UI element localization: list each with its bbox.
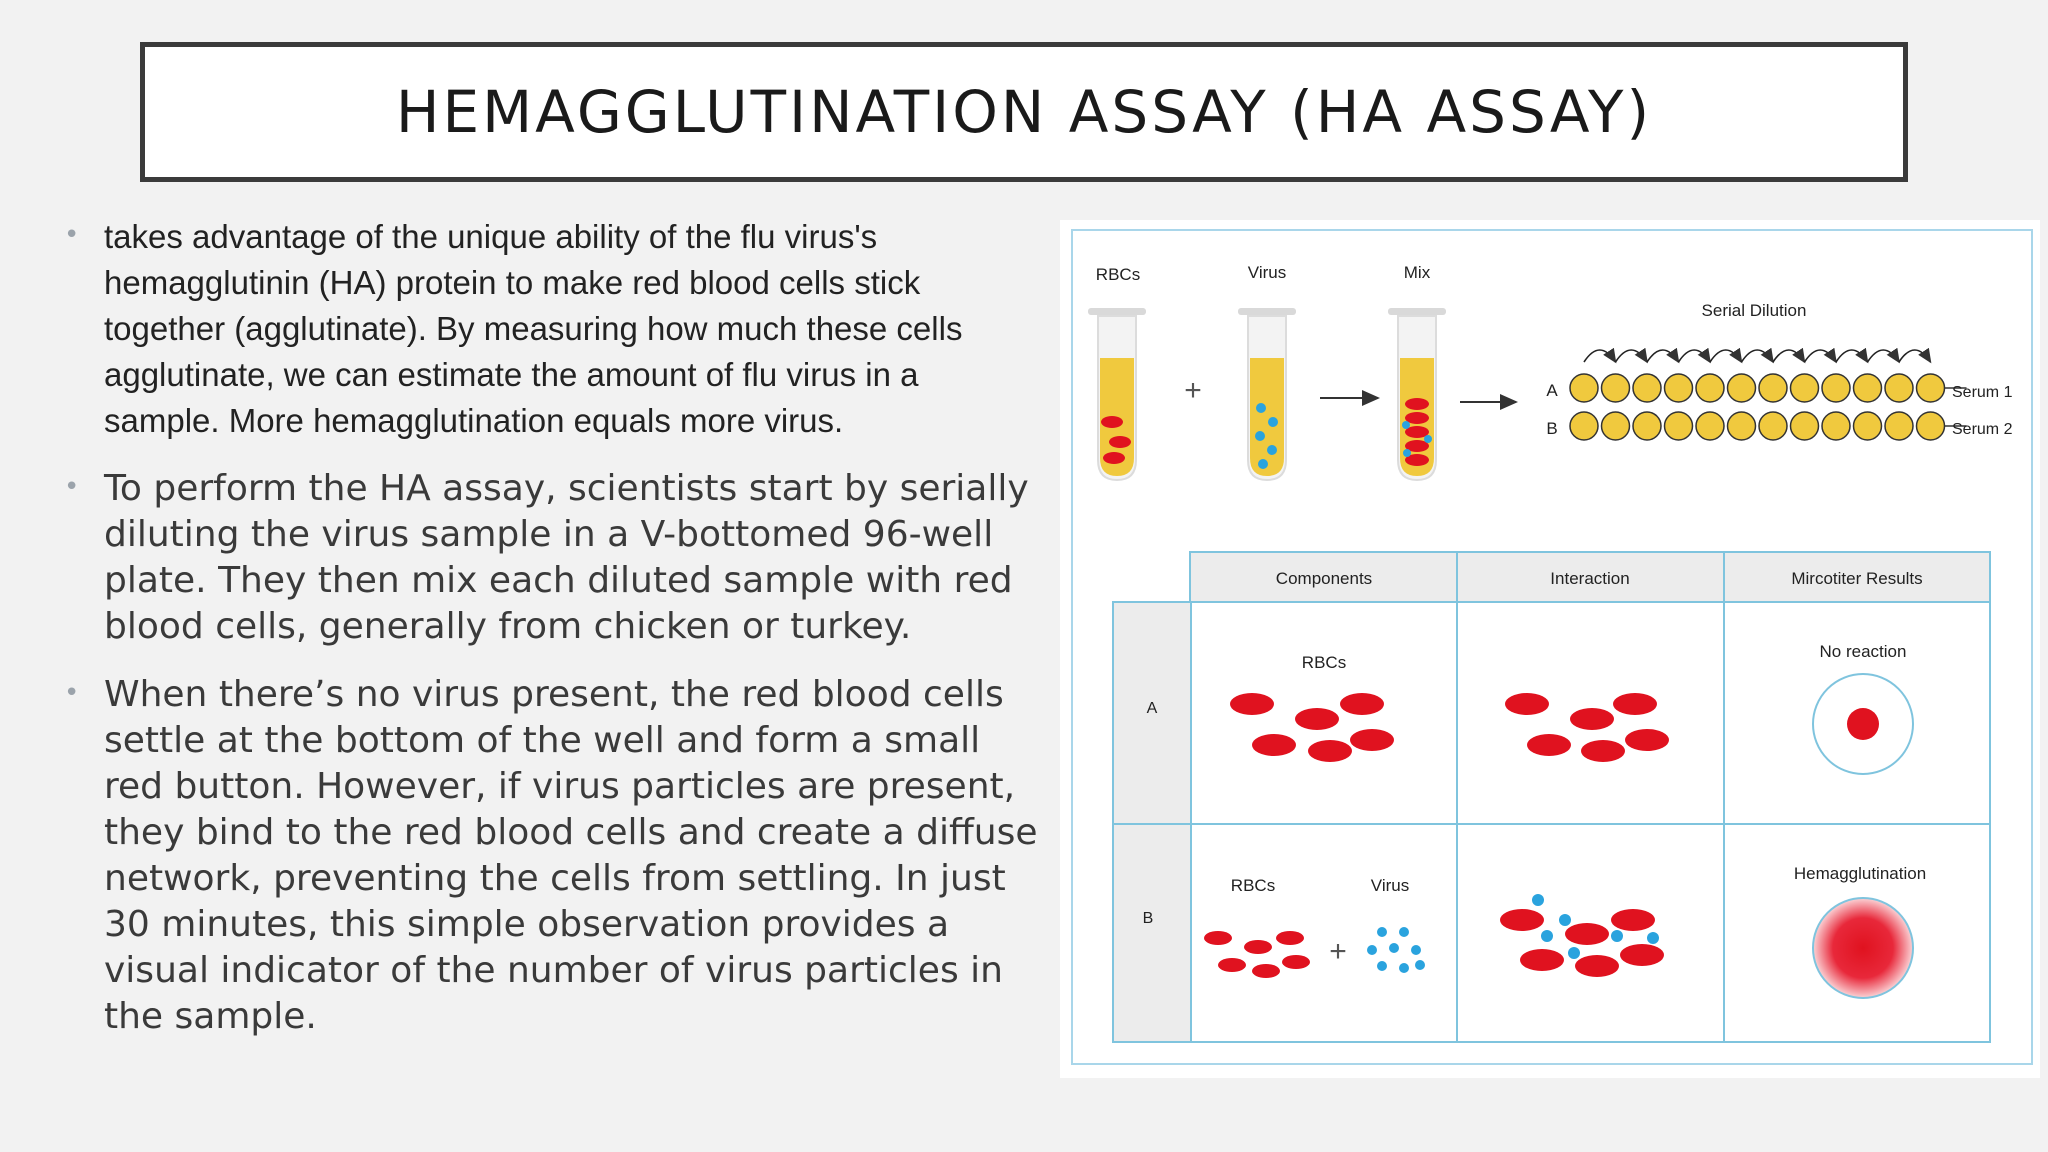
wells-row-a <box>1569 373 1967 403</box>
row-a-well <box>1789 373 1820 403</box>
bullet-dot-icon: • <box>64 220 80 250</box>
row-b-rbc-cluster <box>1204 931 1310 978</box>
bullet-dot-icon: • <box>64 678 80 708</box>
row-a-well <box>1915 373 1946 403</box>
dilution-arrow <box>1646 347 1680 364</box>
row-b-well <box>1569 411 1599 441</box>
figure-frame <box>1071 229 2033 1065</box>
serum-1-label: Serum 1 <box>1952 384 2013 401</box>
row-b-well <box>1663 411 1694 441</box>
dilution-arrow <box>1866 347 1900 364</box>
dilution-arrow <box>1677 347 1711 364</box>
table-row-b-label: B <box>1143 910 1154 927</box>
bullet-item: • When there’s no virus present, the red… <box>60 672 1040 1040</box>
row-a-well <box>1726 373 1757 403</box>
row-b-well <box>1789 411 1820 441</box>
row-b-well <box>1632 411 1662 441</box>
row-a-well <box>1695 373 1725 403</box>
header-interaction: Interaction <box>1550 569 1629 588</box>
row-b-well <box>1758 411 1788 441</box>
dilution-arrow <box>1772 347 1806 364</box>
bullet-item: • To perform the HA assay, scientists st… <box>60 466 1040 650</box>
row-a-well <box>1758 373 1788 403</box>
serial-dilution-label: Serial Dilution <box>1702 301 1807 320</box>
dilution-arrow <box>1803 347 1837 364</box>
tube-label-virus: Virus <box>1248 263 1286 282</box>
row-b-well <box>1821 411 1851 441</box>
rbc-tube <box>1088 308 1146 482</box>
tube-label-rbcs: RBCs <box>1096 265 1140 284</box>
virus-tube <box>1238 308 1296 482</box>
results-table: Components Interaction Mircotiter Result… <box>1112 551 1991 1043</box>
bullet-item: • takes advantage of the unique ability … <box>60 214 1040 444</box>
dilution-arrow <box>1709 347 1743 364</box>
dilution-arrows <box>1583 347 1932 364</box>
no-reaction-label: No reaction <box>1820 642 1907 661</box>
bullet-text-1: takes advantage of the unique ability of… <box>104 218 963 439</box>
row-b-label: B <box>1546 419 1557 438</box>
row-b-virus-cluster <box>1367 927 1425 973</box>
plus-sign-table: + <box>1329 935 1347 968</box>
bullet-dot-icon: • <box>64 472 80 502</box>
title-box: HEMAGGLUTINATION ASSAY (HA ASSAY) <box>140 42 1908 182</box>
row-a-well <box>1852 373 1883 403</box>
row-a-interaction-cluster <box>1505 693 1669 762</box>
row-a-well <box>1884 373 1914 403</box>
row-a-well <box>1663 373 1694 403</box>
row-a-well <box>1632 373 1662 403</box>
tube-label-mix: Mix <box>1404 263 1431 282</box>
row-a-well <box>1600 373 1631 403</box>
row-b-well <box>1726 411 1757 441</box>
row-a-rbc-cluster <box>1230 693 1394 762</box>
table-row-label-column <box>1112 601 1192 1043</box>
dilution-arrow <box>1835 347 1869 364</box>
row-a-well <box>1821 373 1851 403</box>
row-b-well <box>1884 411 1914 441</box>
dilution-arrow <box>1583 347 1617 364</box>
serum-2-label: Serum 2 <box>1952 421 2013 438</box>
dilution-arrow <box>1740 347 1774 364</box>
table-row-a-label: A <box>1147 700 1158 717</box>
row-b-well <box>1852 411 1883 441</box>
row-b-interaction-cluster <box>1500 894 1664 977</box>
well-hemagglutination <box>1812 897 1914 999</box>
dilution-arrow <box>1614 347 1648 364</box>
row-b-rbcs-label: RBCs <box>1231 876 1275 895</box>
ha-assay-figure: RBCs Virus Mix + <box>1060 220 2040 1078</box>
mix-tube <box>1388 308 1446 482</box>
bullet-text-2: To perform the HA assay, scientists star… <box>104 468 1029 647</box>
row-b-virus-label: Virus <box>1371 876 1409 895</box>
hemagglutination-label: Hemagglutination <box>1794 864 1926 883</box>
header-microtiter-results: Mircotiter Results <box>1791 569 1922 588</box>
header-components: Components <box>1276 569 1372 588</box>
figure-svg: RBCs Virus Mix + <box>1060 220 2040 1078</box>
slide-title: HEMAGGLUTINATION ASSAY (HA ASSAY) <box>395 78 1653 146</box>
row-a-label: A <box>1546 381 1558 400</box>
dilution-arrow <box>1898 347 1932 364</box>
row-a-well <box>1569 373 1599 403</box>
row-b-well <box>1600 411 1631 441</box>
row-b-well <box>1915 411 1946 441</box>
bullet-list: • takes advantage of the unique ability … <box>60 214 1040 1062</box>
red-button-dot <box>1847 708 1879 740</box>
table-header-row <box>1189 551 1991 603</box>
bullet-text-3: When there’s no virus present, the red b… <box>104 674 1038 1037</box>
wells-row-b <box>1569 411 1967 441</box>
row-b-well <box>1695 411 1725 441</box>
plus-sign: + <box>1184 374 1202 407</box>
row-a-rbcs-label: RBCs <box>1302 653 1346 672</box>
